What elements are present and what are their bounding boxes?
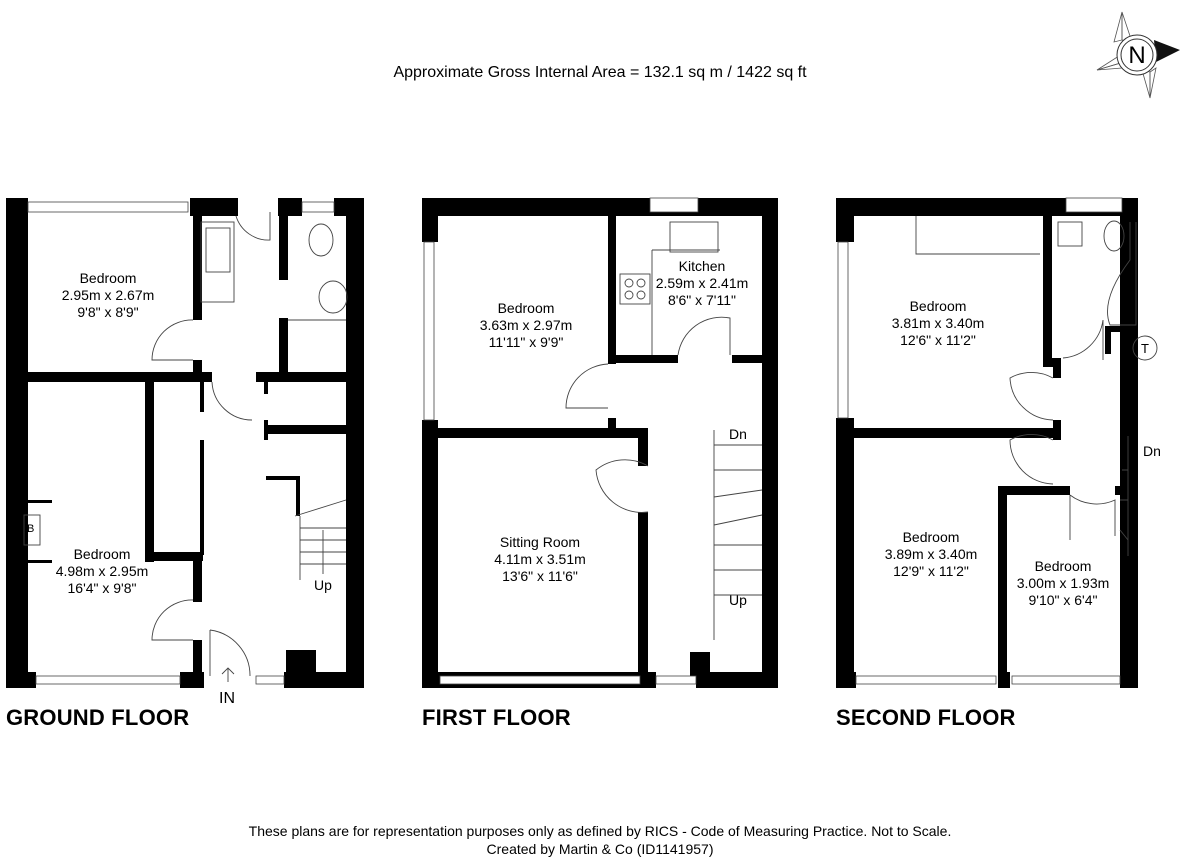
room-ground-bedroom-2: Bedroom 4.98m x 2.95m 16'4" x 9'8" [55,546,149,596]
disclaimer-text: These plans are for representation purpo… [248,823,952,839]
boiler-label: B [27,523,35,535]
room-second-bedroom-2: Bedroom 3.89m x 3.40m 12'9" x 11'2" [884,529,978,579]
stairs-down-label: Dn [729,426,747,442]
entrance-label: IN [219,690,235,707]
room-first-bedroom: Bedroom 3.63m x 2.97m 11'11" x 9'9" [479,300,573,350]
room-second-bedroom-3: Bedroom 3.00m x 1.93m 9'10" x 6'4" [1016,558,1110,608]
gross-internal-area: Approximate Gross Internal Area = 132.1 … [393,64,807,81]
floor-title-first: FIRST FLOOR [422,705,571,730]
footer: These plans are for representation purpo… [0,822,1200,858]
north-arrow-icon: N [1096,11,1180,99]
room-ground-bedroom-1: Bedroom 2.95m x 2.67m 9'8" x 8'9" [61,270,155,320]
floor-title-second: SECOND FLOOR [836,705,1016,730]
stairs-up-label: Up [314,577,332,593]
room-first-kitchen: Kitchen 2.59m x 2.41m 8'6" x 7'11" [655,258,749,308]
tank-label: T [1141,341,1149,356]
room-first-sitting-room: Sitting Room 4.11m x 3.51m 13'6" x 11'6" [494,534,586,584]
floor-title-ground: GROUND FLOOR [6,705,190,730]
stairs-up-label: Up [729,592,747,608]
room-second-bedroom-1: Bedroom 3.81m x 3.40m 12'6" x 11'2" [891,298,985,348]
stairs-down-label: Dn [1143,443,1161,459]
north-label: N [1128,42,1145,69]
credit-text: Created by Martin & Co (ID1141957) [486,841,714,857]
